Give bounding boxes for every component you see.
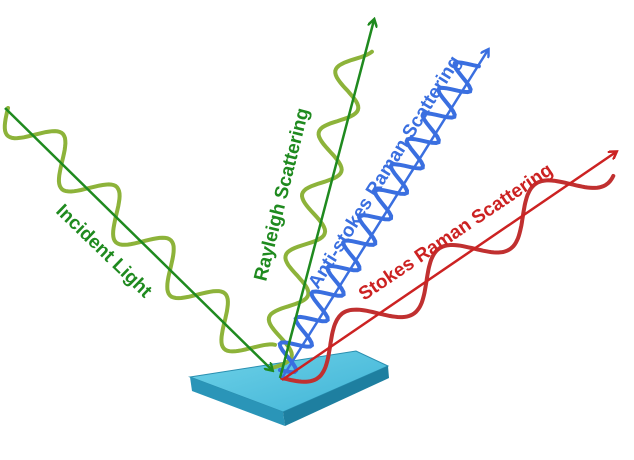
sample-front-face — [190, 377, 285, 426]
anti-stokes-ray — [280, 50, 488, 379]
stokes-ray — [281, 152, 616, 382]
incident-wave — [2, 106, 277, 354]
sample-right-face — [283, 366, 389, 426]
rayleigh-label: Rayleigh Scattering — [250, 106, 313, 283]
incident-light-label: Incident Light — [52, 200, 157, 302]
rayleigh-ray — [278, 20, 374, 379]
incident-ray — [4, 107, 272, 370]
anti-stokes-wave — [277, 60, 481, 375]
anti-stokes-label: Anti-stokes Raman Scattering — [304, 52, 465, 292]
rayleigh-wave — [266, 49, 374, 370]
stokes-wave — [280, 173, 616, 384]
